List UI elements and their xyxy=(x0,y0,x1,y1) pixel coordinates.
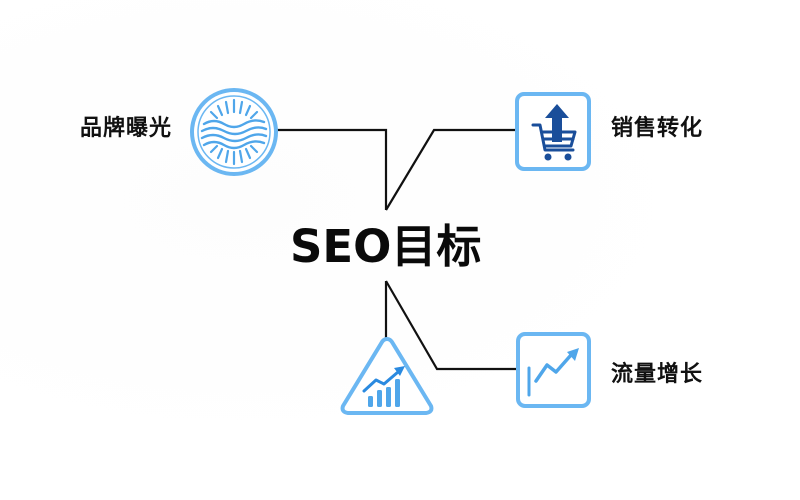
branch-label-traffic: 流量增长 xyxy=(611,362,704,387)
growth-analytics-node xyxy=(338,334,436,418)
traffic-growth-node xyxy=(516,332,592,409)
connector-sales xyxy=(385,128,519,211)
connector-brand xyxy=(277,128,388,210)
brand-exposure-node xyxy=(188,86,280,178)
branch-label-brand: 品牌曝光 xyxy=(80,116,173,141)
trend-line-chart-icon xyxy=(516,332,591,408)
center-title: SEO目标 xyxy=(290,220,482,273)
connector-traffic xyxy=(385,280,519,371)
sales-conversion-node xyxy=(515,92,593,172)
sun-waves-circle-icon xyxy=(190,88,278,176)
cart-upload-arrow-icon xyxy=(515,92,591,171)
bar-chart-triangle-icon xyxy=(340,337,434,415)
branch-label-sales: 销售转化 xyxy=(611,116,704,141)
